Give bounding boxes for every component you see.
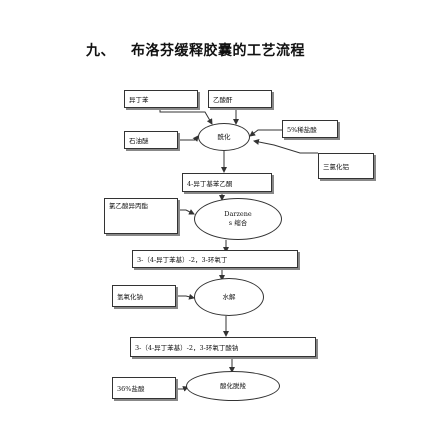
step-acid-decarboxylation: 酸化脱羧 xyxy=(186,371,280,401)
darzens-label-line1: Darzene xyxy=(224,210,252,218)
node-sodium-hydroxide: 氢氧化钠 xyxy=(112,285,176,307)
node-epoxide-ester: 3-（4-异丁苯基）-2，3-环氧丁 xyxy=(132,250,298,268)
node-dilute-hcl-5: 5%稀盐酸 xyxy=(282,120,338,138)
node-isobutylbenzene: 异丁苯 xyxy=(124,90,198,108)
step-acylation: 酰化 xyxy=(198,123,250,151)
node-petroleum-ether: 石油醚 xyxy=(124,131,178,149)
node-hcl-36: 36%盐酸 xyxy=(112,377,176,399)
node-ethyl-chloroacetate: 氯乙酸异丙酯 xyxy=(104,198,178,234)
page-title: 九、布洛芬缓释胶囊的工艺流程 xyxy=(86,40,305,60)
darzens-label-line2: s 缩合 xyxy=(228,219,248,227)
step-darzens-condensation: Darzene s 缩合 xyxy=(194,198,282,240)
node-isobutylacetophenone: 4-异丁基苯乙酮 xyxy=(182,173,272,192)
step-hydrolysis: 水解 xyxy=(194,278,264,316)
node-aluminum-trichloride: 三氯化铝 xyxy=(318,153,374,179)
node-acetic-anhydride: 乙酸酐 xyxy=(208,90,272,108)
section-number: 九、 xyxy=(86,43,115,59)
node-epoxy-acid-sodium: 3-（4-异丁苯基）-2，3-环氧丁酸钠 xyxy=(130,337,316,357)
section-title: 布洛芬缓释胶囊的工艺流程 xyxy=(131,43,305,59)
